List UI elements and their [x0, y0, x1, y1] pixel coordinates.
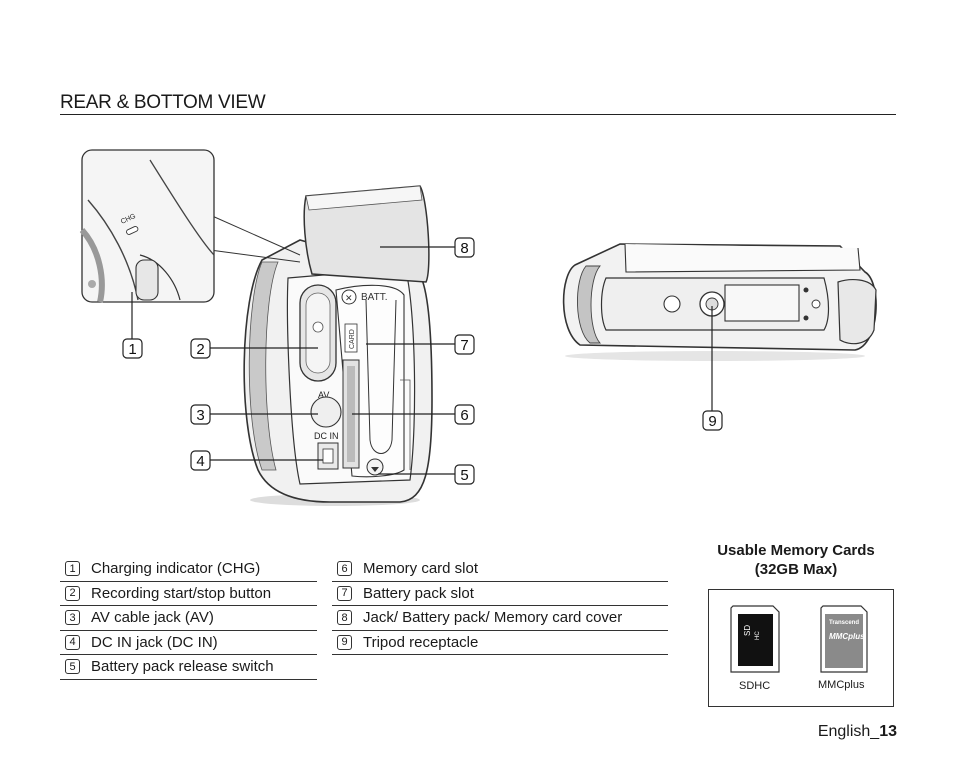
- dc-in-label: DC IN: [314, 431, 339, 441]
- svg-text:1: 1: [128, 341, 136, 358]
- legend-item: 8 Jack/ Battery pack/ Memory card cover: [332, 606, 668, 631]
- sdhc-label: SDHC: [739, 680, 771, 692]
- legend-text: AV cable jack (AV): [91, 609, 214, 627]
- legend-text: Jack/ Battery pack/ Memory card cover: [363, 609, 623, 627]
- legend-number: 5: [65, 659, 80, 675]
- legend-number: 2: [65, 585, 80, 601]
- footer-language: English_: [817, 723, 880, 740]
- legend-number: 1: [65, 561, 80, 577]
- svg-text:HC: HC: [755, 631, 761, 640]
- callout-5: 5: [454, 464, 475, 485]
- legend-item: 9 Tripod receptacle: [332, 631, 668, 655]
- legend-number: 3: [65, 610, 80, 626]
- svg-text:5: 5: [460, 467, 468, 484]
- legend-number: 6: [337, 561, 352, 577]
- card-label: CARD: [349, 329, 356, 349]
- mmcplus-label: MMCplus: [818, 679, 865, 691]
- bottom-view-drawing: [562, 243, 877, 361]
- legend-item: 1 Charging indicator (CHG): [60, 557, 317, 582]
- svg-text:7: 7: [460, 337, 468, 354]
- title-divider: [60, 114, 896, 115]
- memory-card-images: SD HC Transcend MMCplus: [730, 605, 868, 673]
- batt-label: BATT.: [361, 292, 387, 303]
- svg-text:6: 6: [460, 407, 468, 424]
- camcorder-illustration: AV DC IN ✕ BATT. CARD CHG: [79, 149, 877, 506]
- legend-right: 6 Memory card slot 7 Battery pack slot 8 Ja…: [332, 557, 668, 655]
- svg-text:9: 9: [708, 413, 716, 430]
- mmcplus-logo: MMCplus: [829, 632, 865, 641]
- legend-text: Battery pack slot: [363, 584, 474, 602]
- rear-view-drawing: AV DC IN ✕ BATT. CARD CHG: [79, 149, 433, 506]
- legend-text: Charging indicator (CHG): [91, 560, 261, 578]
- page-title: REAR & BOTTOM VIEW: [60, 92, 266, 113]
- legend-number: 7: [337, 585, 352, 601]
- legend-left: 1 Charging indicator (CHG) 2 Recording sta…: [60, 557, 317, 680]
- svg-text:SD: SD: [743, 625, 752, 636]
- legend-item: 3 AV cable jack (AV): [60, 606, 317, 631]
- legend-item: 6 Memory card slot: [332, 557, 668, 582]
- svg-text:2: 2: [196, 341, 204, 358]
- legend-number: 9: [337, 634, 352, 650]
- legend-text: DC IN jack (DC IN): [91, 633, 218, 651]
- legend-text: Battery pack release switch: [91, 658, 274, 676]
- svg-text:4: 4: [196, 453, 204, 470]
- memory-cards-title: Usable Memory Cards (32GB Max): [700, 541, 892, 579]
- legend-number: 8: [337, 610, 352, 626]
- memory-cards-title-line2: (32GB Max): [754, 561, 838, 578]
- callout-8: 8: [454, 237, 475, 258]
- mmcplus-brand: Transcend: [829, 620, 859, 626]
- legend-item: 4 DC IN jack (DC IN): [60, 631, 317, 655]
- page-footer: English_13: [818, 723, 897, 741]
- callout-1: 1: [122, 338, 143, 359]
- legend-text: Recording start/stop button: [91, 584, 272, 602]
- legend-item: 2 Recording start/stop button: [60, 582, 317, 606]
- svg-text:✕: ✕: [345, 293, 353, 303]
- callout-3: 3: [190, 404, 211, 425]
- av-label: AV: [318, 390, 329, 400]
- legend-item: 7 Battery pack slot: [332, 582, 668, 606]
- page-number: 13: [879, 723, 897, 740]
- callout-7: 7: [454, 334, 475, 355]
- callout-6: 6: [454, 404, 475, 425]
- callout-4: 4: [190, 450, 211, 471]
- memory-cards-box: SD HC Transcend MMCplus SDHC MMCplus: [708, 589, 894, 707]
- mmcplus-card-icon: Transcend MMCplus: [820, 605, 868, 673]
- callout-2: 2: [190, 338, 211, 359]
- callout-9: 9: [702, 410, 723, 431]
- svg-text:3: 3: [196, 407, 204, 424]
- memory-cards-title-line1: Usable Memory Cards: [717, 542, 875, 559]
- sdhc-card-icon: SD HC: [730, 605, 780, 673]
- legend-number: 4: [65, 634, 80, 650]
- svg-text:8: 8: [460, 240, 468, 257]
- legend-item: 5 Battery pack release switch: [60, 655, 317, 680]
- legend-text: Memory card slot: [363, 560, 479, 578]
- legend-text: Tripod receptacle: [363, 633, 479, 651]
